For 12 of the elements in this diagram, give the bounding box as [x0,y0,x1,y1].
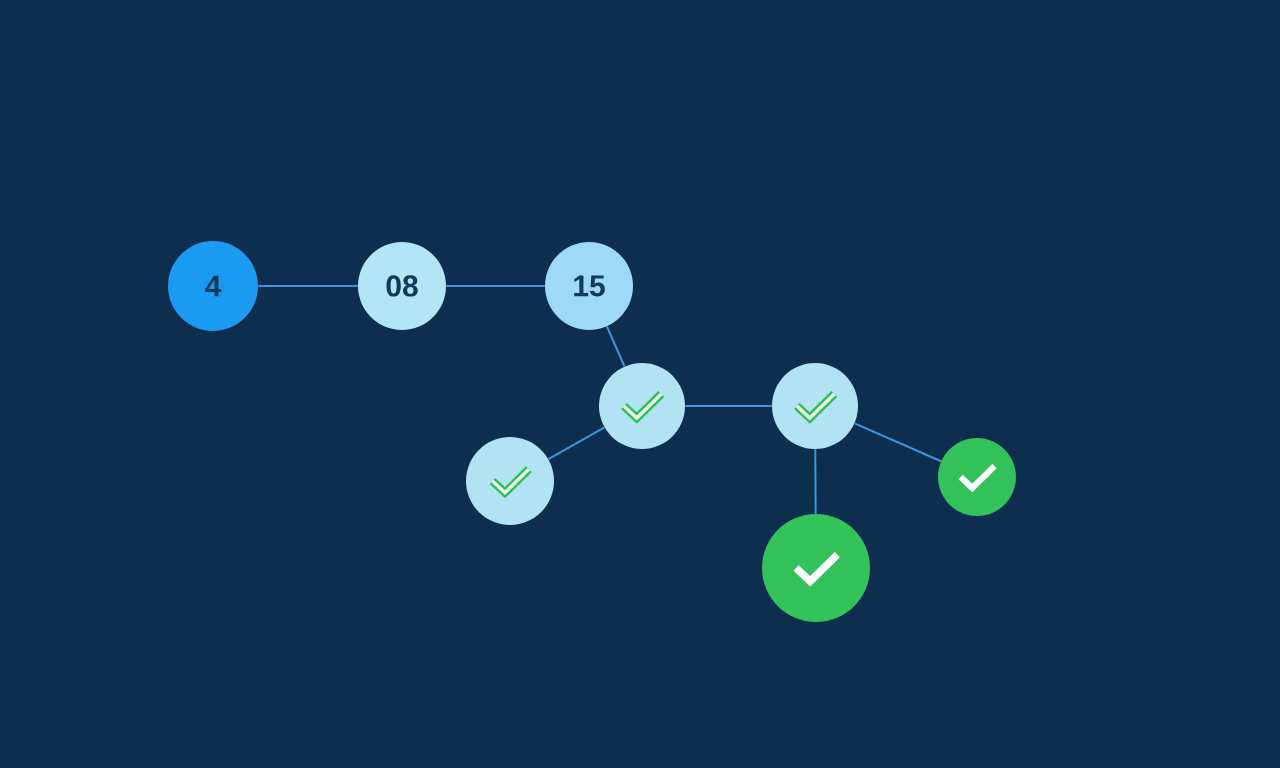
connector-line [853,422,943,463]
circle-node [466,437,554,525]
connector-line [547,426,606,461]
connector-line [445,285,546,287]
connector-line [814,448,817,515]
connector-line [684,405,773,407]
circle-node [938,438,1016,516]
connector-line [605,325,626,368]
circle-node [772,363,858,449]
circle-node [599,363,685,449]
connector-line [257,285,359,287]
circle-node [762,514,870,622]
